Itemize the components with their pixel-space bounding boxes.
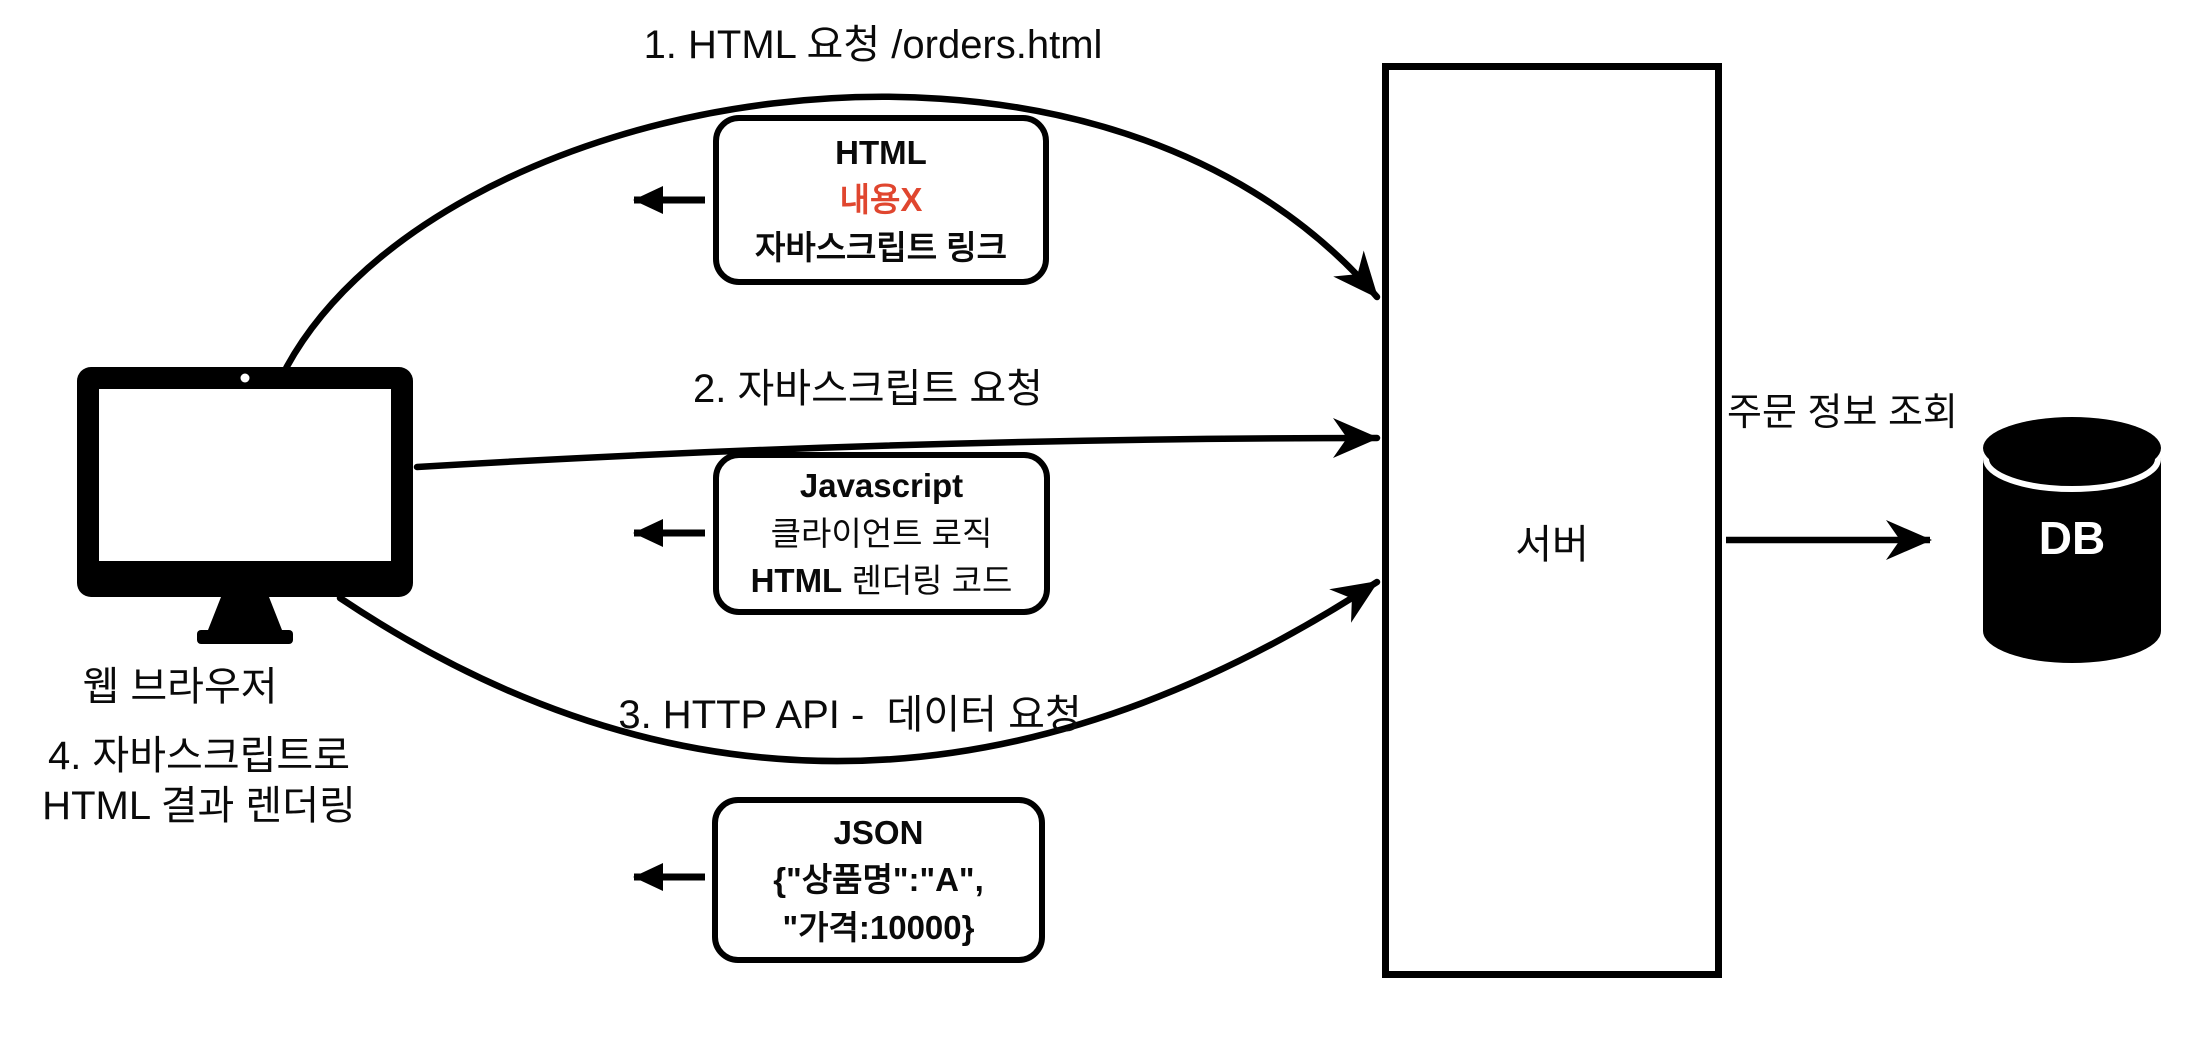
flow-label-3: 3. HTTP API - 데이터 요청 (618, 693, 1082, 737)
browser-label: 웹 브라우저 (82, 665, 278, 709)
box-js-line3-bold: HTML (750, 562, 843, 600)
box-json-line3: "가격:10000} (782, 908, 975, 946)
box-html-line1: HTML (835, 133, 927, 171)
response-box-json: JSON {"상품명":"A", "가격:10000} (712, 797, 1045, 963)
server-box (1382, 63, 1722, 978)
request-arrow-2 (413, 418, 1381, 471)
request-arrow-1 (276, 93, 1381, 384)
box-js-line2: 클라이언트 로직 (770, 514, 993, 552)
box-js-line1: Javascript (799, 467, 964, 505)
box-html-line2: 내용X (839, 181, 923, 219)
request-arrow-3 (336, 578, 1381, 765)
db-label: DB (2038, 512, 2106, 564)
step4-note: 4. 자바스크립트로 HTML 결과 렌더링 (42, 731, 356, 831)
box-json-line2: {"상품명":"A", (773, 861, 984, 899)
db-query-label: 주문 정보 조회 (1727, 392, 1958, 434)
flow-label-1: 1. HTML 요청 /orders.html (643, 23, 1103, 67)
box-html-line3: 자바스크립트 링크 (754, 228, 1008, 266)
step4-note-line1: 4. 자바스크립트로 (47, 734, 351, 778)
step4-note-line2: HTML 결과 렌더링 (42, 784, 356, 828)
flow-label-2: 2. 자바스크립트 요청 (693, 367, 1043, 411)
box-json-line1: JSON (833, 813, 924, 851)
database-cylinder-icon (1983, 417, 2161, 663)
server-label: 서버 (1515, 523, 1589, 567)
desktop-monitor-icon (77, 367, 413, 644)
response-box-html: HTML 내용X 자바스크립트 링크 (713, 115, 1049, 285)
box-js-line3-rest: 렌더링 코드 (851, 562, 1013, 600)
